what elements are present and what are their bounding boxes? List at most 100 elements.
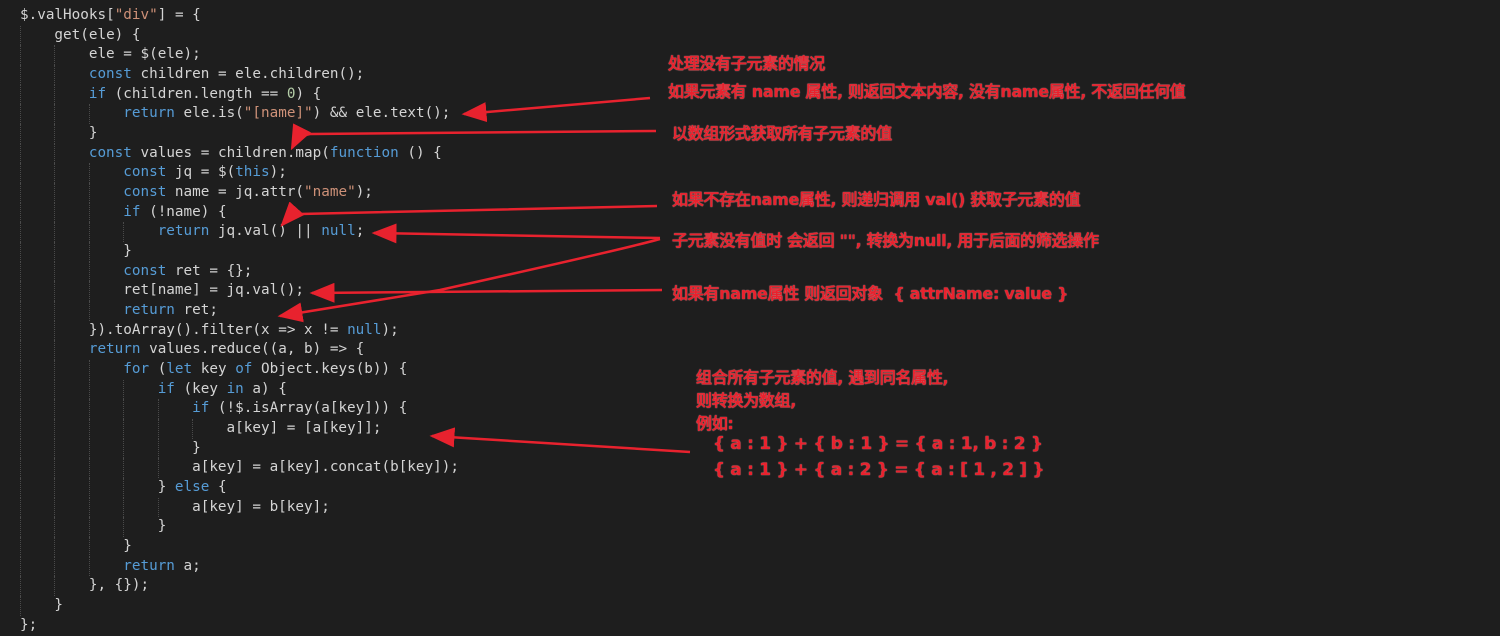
indent-guide (54, 379, 88, 400)
indent-guide (88, 360, 123, 380)
indent-guide (54, 183, 88, 203)
code-text: ); (381, 321, 399, 338)
code-keyword: const (123, 262, 167, 279)
indent-guide (123, 438, 157, 459)
code-text: } (192, 439, 201, 456)
indent-guide (123, 517, 157, 538)
indent-guide (20, 320, 54, 341)
annotation-reduce-example2: { a : 1 } + { a : 2 } = { a : [ 1 , 2 ] … (696, 460, 1045, 480)
code-text: (children.length == (106, 85, 287, 102)
indent-guide (20, 576, 54, 597)
arrow-no-name (280, 201, 658, 227)
indent-guide (157, 419, 192, 439)
code-line: const jq = $(this); (20, 163, 459, 184)
code-text: () { (398, 144, 442, 161)
code-number: 0 (286, 85, 296, 102)
code-text: ret; (174, 302, 218, 319)
code-text: ] = { (157, 7, 201, 23)
code-keyword: if (123, 203, 141, 220)
code-line: get(ele) { (20, 25, 459, 46)
indent-guide (54, 340, 88, 361)
code-text: ret[name] = jq.val(); (123, 282, 305, 299)
code-text: ret = {}; (166, 262, 253, 279)
code-line: a[key] = [a[key]]; (20, 419, 459, 439)
indent-guide (20, 399, 54, 420)
indent-guide (54, 222, 88, 243)
code-line: return ret; (20, 301, 459, 321)
indent-guide (123, 399, 157, 420)
code-keyword: if (88, 85, 107, 102)
code-line: }).toArray().filter(x => x != null); (20, 320, 459, 341)
code-line: return jq.val() || null; (20, 222, 459, 243)
code-line: a[key] = a[key].concat(b[key]); (20, 458, 459, 479)
annotation-reduce-example1: { a : 1 } + { b : 1 } = { a : 1, b : 2 } (696, 434, 1043, 454)
code-line: ret[name] = jq.val(); (20, 281, 459, 302)
code-text: key (192, 361, 236, 378)
code-keyword: in (226, 380, 244, 397)
indent-guide (20, 65, 54, 85)
code-keyword: of (235, 361, 253, 378)
indent-guide (88, 497, 123, 518)
indent-guide (54, 45, 88, 66)
annotation-reduce-line3: 例如: (696, 414, 734, 433)
code-keyword: let (166, 361, 193, 378)
code-keyword: return (123, 105, 175, 122)
code-line: } (20, 438, 459, 459)
code-line: } (20, 242, 459, 262)
annotation-no-children-title: 处理没有子元素的情况 (668, 54, 826, 73)
indent-guide (20, 438, 54, 459)
code-keyword: return (123, 302, 175, 319)
indent-guide (88, 242, 123, 262)
code-text: } (123, 243, 132, 260)
indent-guide (20, 261, 54, 282)
indent-guide (20, 478, 54, 498)
code-line: return ele.is("[name]") && ele.text(); (20, 104, 459, 125)
indent-guide (88, 399, 123, 420)
code-text: jq = $( (166, 164, 236, 181)
indent-guide (20, 340, 54, 361)
code-text: } (157, 479, 175, 496)
code-keyword: const (88, 144, 132, 161)
code-text: a; (174, 557, 201, 574)
indent-guide (54, 242, 88, 262)
annotation-reduce-line2: 则转换为数组, (696, 391, 796, 410)
indent-guide (20, 183, 54, 203)
indent-guide (54, 65, 88, 85)
code-text: a[key] = b[key]; (192, 498, 330, 515)
indent-guide (54, 281, 88, 302)
code-text: name = jq.attr( (166, 184, 305, 201)
indent-guide (88, 419, 123, 439)
code-text: } (123, 538, 132, 555)
indent-guide (88, 202, 123, 223)
code-text: (!name) { (140, 203, 227, 220)
indent-guide (123, 222, 157, 243)
indent-guide (20, 497, 54, 518)
code-line: if (key in a) { (20, 379, 459, 400)
indent-guide (88, 537, 123, 557)
indent-guide (88, 438, 123, 459)
code-keyword: null (321, 223, 356, 240)
indent-guide (157, 458, 192, 479)
code-text: } (54, 597, 64, 614)
code-text: jq.val() || (209, 223, 322, 240)
indent-guide (20, 360, 54, 380)
indent-guide (54, 438, 88, 459)
indent-guide (54, 143, 88, 164)
indent-guide (54, 163, 88, 184)
code-keyword: return (157, 223, 210, 240)
annotation-no-name-recursive: 如果不存在name属性, 则递归调用 val() 获取子元素的值 (672, 190, 1081, 209)
code-keyword: const (123, 164, 167, 181)
indent-guide (88, 556, 123, 577)
indent-guide (20, 124, 54, 144)
indent-guide (88, 458, 123, 479)
code-line: }; (20, 616, 459, 636)
code-keyword: this (235, 164, 270, 181)
indent-guide (88, 104, 123, 125)
indent-guide (123, 379, 157, 400)
code-text: Object.keys(b)) { (252, 361, 408, 378)
indent-guide (20, 517, 54, 538)
code-line: for (let key of Object.keys(b)) { (20, 360, 459, 380)
code-line: return values.reduce((a, b) => { (20, 340, 459, 361)
code-text: a[key] = a[key].concat(b[key]); (192, 459, 459, 476)
indent-guide (54, 104, 88, 125)
